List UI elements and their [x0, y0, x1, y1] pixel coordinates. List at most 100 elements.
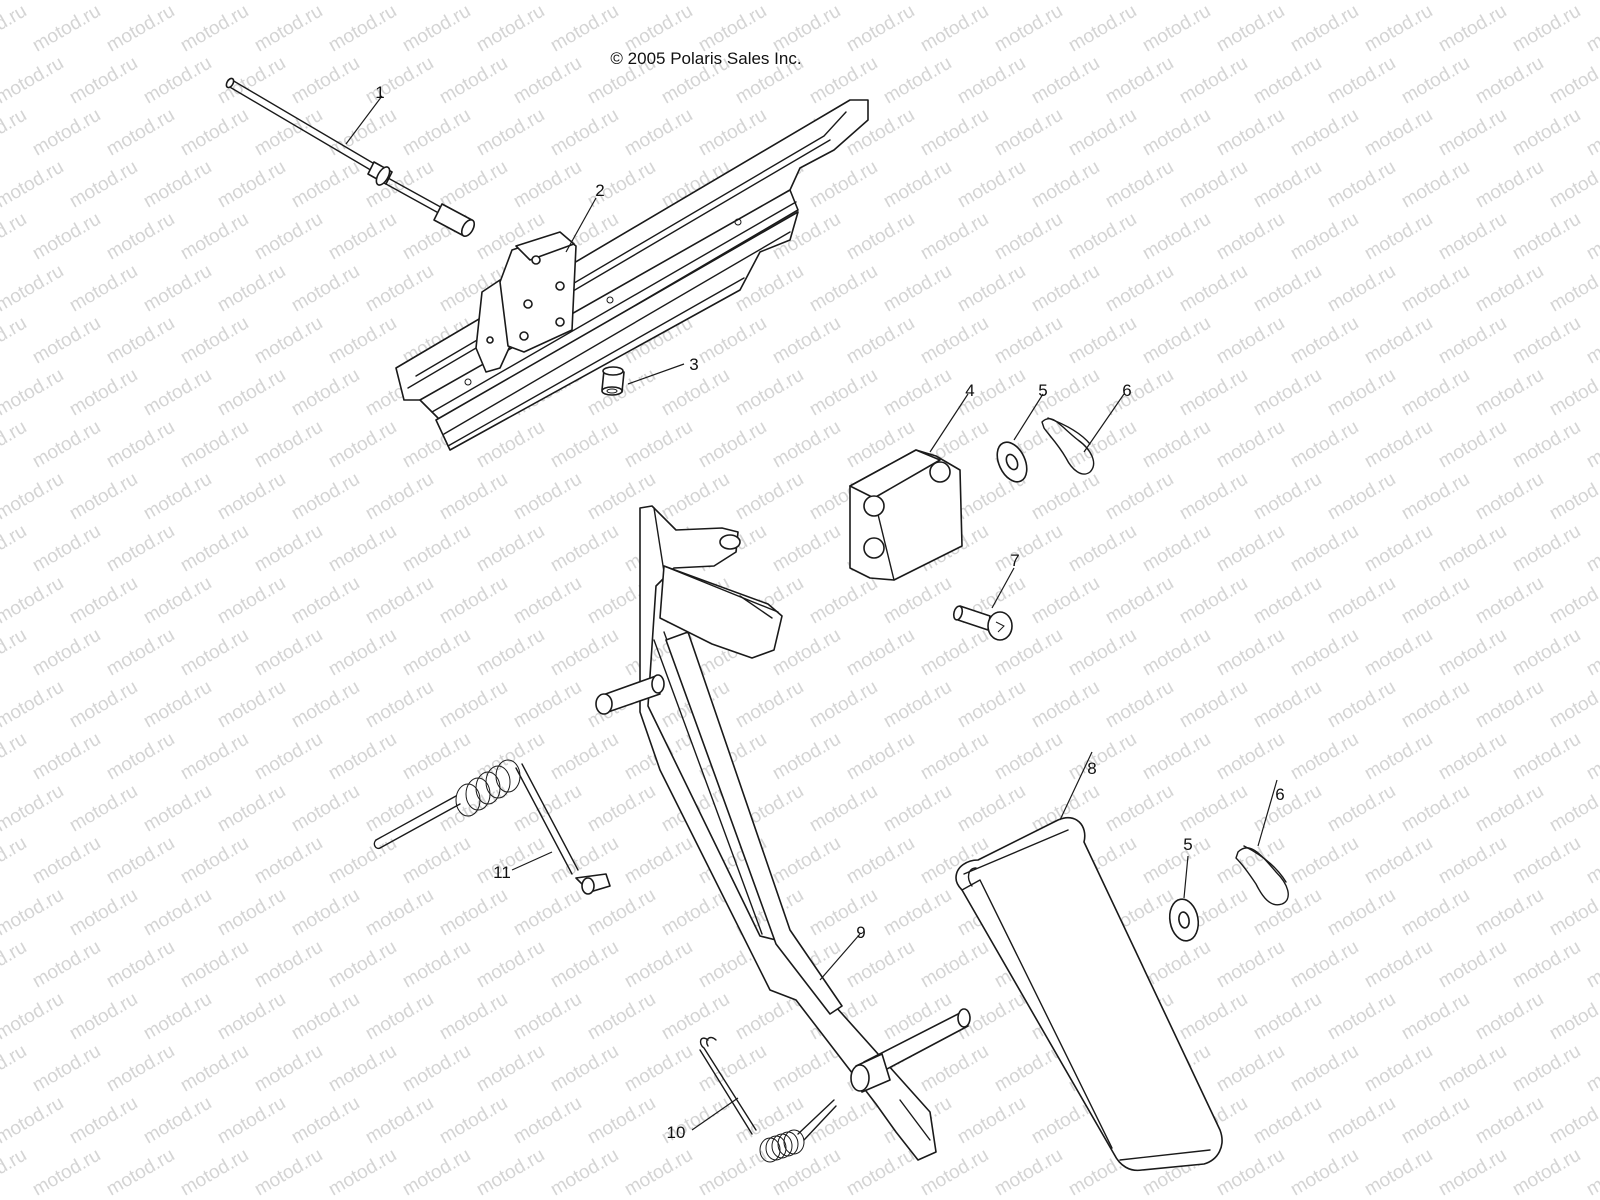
- watermark-text: motod.ru: [214, 781, 289, 837]
- watermark-text: motod.ru: [29, 105, 104, 161]
- watermark-text: motod.ru: [399, 1145, 474, 1200]
- watermark-text: motod.ru: [843, 313, 918, 369]
- watermark-text: motod.ru: [214, 365, 289, 421]
- watermark-text: motod.ru: [399, 625, 474, 681]
- watermark-text: motod.ru: [177, 937, 252, 993]
- watermark-text: motod.ru: [1139, 729, 1214, 785]
- watermark-text: motod.ru: [1509, 937, 1584, 993]
- watermark-text: motod.ru: [288, 989, 363, 1045]
- watermark-text: motod.ru: [140, 261, 215, 317]
- watermark-text: motod.ru: [1509, 1041, 1584, 1097]
- watermark-text: motod.ru: [362, 989, 437, 1045]
- part-10-return-spring: [699, 1036, 837, 1163]
- watermark-text: motod.ru: [140, 53, 215, 109]
- watermark-text: motod.ru: [0, 157, 67, 213]
- watermark-text: motod.ru: [510, 885, 585, 941]
- watermark-text: motod.ru: [695, 1145, 770, 1200]
- watermark-text: motod.ru: [1324, 573, 1399, 629]
- watermark-text: motod.ru: [29, 1041, 104, 1097]
- watermark-text: motod.ru: [1065, 625, 1140, 681]
- watermark-text: motod.ru: [177, 1145, 252, 1200]
- watermark-text: motod.ru: [251, 1041, 326, 1097]
- watermark-text: motod.ru: [1213, 521, 1288, 577]
- watermark-text: motod.ru: [1102, 53, 1177, 109]
- watermark-text: motod.ru: [584, 1093, 659, 1149]
- watermark-text: motod.ru: [1028, 0, 1103, 4]
- watermark-text: motod.ru: [214, 469, 289, 525]
- watermark-text: motod.ru: [1435, 313, 1510, 369]
- watermark-text: motod.ru: [1287, 209, 1362, 265]
- watermark-text: motod.ru: [251, 209, 326, 265]
- watermark-text: motod.ru: [1065, 521, 1140, 577]
- watermark-text: motod.ru: [991, 209, 1066, 265]
- watermark-text: motod.ru: [177, 625, 252, 681]
- watermark-text: motod.ru: [473, 1, 548, 57]
- watermark-text: motod.ru: [880, 261, 955, 317]
- watermark-text: motod.ru: [0, 1093, 67, 1149]
- watermark-text: motod.ru: [1583, 833, 1600, 889]
- watermark-text: motod.ru: [1250, 677, 1325, 733]
- watermark-text: motod.ru: [140, 885, 215, 941]
- callout-7: 7: [1010, 551, 1019, 570]
- part-5-washer-top: [996, 441, 1028, 483]
- watermark-text: motod.ru: [0, 53, 67, 109]
- watermark-text: motod.ru: [1065, 729, 1140, 785]
- watermark-text: motod.ru: [362, 573, 437, 629]
- watermark-text: motod.ru: [1250, 261, 1325, 317]
- watermark-text: motod.ru: [473, 1041, 548, 1097]
- watermark-text: motod.ru: [1361, 105, 1436, 161]
- watermark-text: motod.ru: [0, 209, 30, 265]
- watermark-text: motod.ru: [547, 1145, 622, 1200]
- watermark-text: motod.ru: [288, 573, 363, 629]
- watermark-text: motod.ru: [1361, 1, 1436, 57]
- watermark-text: motod.ru: [177, 1041, 252, 1097]
- watermark-text: motod.ru: [177, 521, 252, 577]
- watermark-text: motod.ru: [399, 1041, 474, 1097]
- watermark-text: motod.ru: [1398, 469, 1473, 525]
- watermark-text: motod.ru: [0, 521, 30, 577]
- watermark-text: motod.ru: [1176, 781, 1251, 837]
- watermark-text: motod.ru: [1287, 937, 1362, 993]
- part-3-bushing: [601, 366, 625, 396]
- watermark-text: motod.ru: [954, 157, 1029, 213]
- watermark-text: motod.ru: [0, 365, 67, 421]
- watermark-text: motod.ru: [695, 105, 770, 161]
- watermark-text: motod.ru: [362, 0, 437, 4]
- callout-5-bottom: 5: [1183, 835, 1192, 854]
- watermark-text: motod.ru: [140, 469, 215, 525]
- watermark-text: motod.ru: [880, 885, 955, 941]
- watermark-text: motod.ru: [325, 521, 400, 577]
- part-6-clip-bottom: [1235, 845, 1289, 906]
- copyright-text: © 2005 Polaris Sales Inc.: [610, 49, 801, 68]
- watermark-text: motod.ru: [66, 365, 141, 421]
- watermark-text: motod.ru: [1102, 0, 1177, 4]
- watermark-text: motod.ru: [658, 0, 733, 4]
- watermark-text: motod.ru: [1250, 781, 1325, 837]
- watermark-text: motod.ru: [103, 209, 178, 265]
- watermark-text: motod.ru: [103, 105, 178, 161]
- watermark-text: motod.ru: [177, 105, 252, 161]
- watermark-text: motod.ru: [1102, 573, 1177, 629]
- watermark-text: motod.ru: [0, 729, 30, 785]
- watermark-text: motod.ru: [140, 1093, 215, 1149]
- watermark-text: motod.ru: [1361, 1041, 1436, 1097]
- watermark-text: motod.ru: [510, 1093, 585, 1149]
- watermark-text: motod.ru: [214, 0, 289, 4]
- watermark-text: motod.ru: [1176, 469, 1251, 525]
- watermark-text: motod.ru: [547, 521, 622, 577]
- watermark-text: motod.ru: [177, 313, 252, 369]
- watermark-text: motod.ru: [1250, 573, 1325, 629]
- watermark-text: motod.ru: [621, 417, 696, 473]
- watermark-text: motod.ru: [510, 469, 585, 525]
- watermark-text: motod.ru: [547, 729, 622, 785]
- watermark-text: motod.ru: [251, 1, 326, 57]
- watermark-text: motod.ru: [288, 469, 363, 525]
- watermark-text: motod.ru: [214, 989, 289, 1045]
- callout-1: 1: [375, 83, 384, 102]
- watermark-text: motod.ru: [1361, 833, 1436, 889]
- watermark-text: motod.ru: [0, 677, 67, 733]
- watermark-text: motod.ru: [1435, 1145, 1510, 1200]
- watermark-text: motod.ru: [732, 677, 807, 733]
- watermark-text: motod.ru: [1324, 781, 1399, 837]
